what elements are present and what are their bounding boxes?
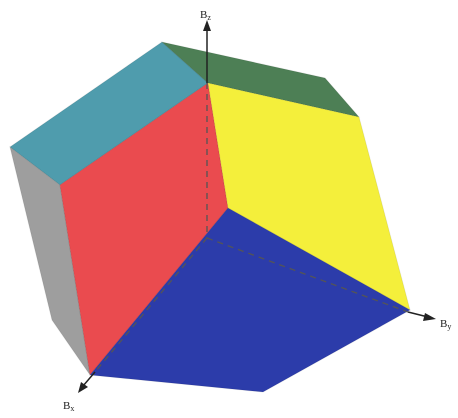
axis-z-label-base: B <box>200 9 207 21</box>
axis-x-line <box>82 371 96 387</box>
faces-group <box>9 41 412 393</box>
axis-z-label: Bz <box>200 9 211 22</box>
axis-z-label-sub: z <box>207 13 211 22</box>
hidden-edge-x <box>94 237 208 373</box>
hidden-edges <box>94 83 409 373</box>
axis-y-label: By <box>440 318 451 331</box>
axis-labels: Bz By Bx <box>63 9 451 413</box>
face-bottom-blue <box>89 207 412 393</box>
axis-z-arrowhead <box>203 20 211 31</box>
axes-group <box>78 20 436 393</box>
axis-x-label: Bx <box>63 400 74 413</box>
axis-y-arrowhead <box>423 313 436 321</box>
axis-y-label-base: B <box>440 318 447 330</box>
axis-x-label-base: B <box>63 400 70 412</box>
axis-x-label-sub: x <box>70 404 74 413</box>
axis-x-arrowhead <box>78 382 88 393</box>
axis-y-label-sub: y <box>447 322 451 331</box>
hidden-edge-y <box>206 237 409 313</box>
